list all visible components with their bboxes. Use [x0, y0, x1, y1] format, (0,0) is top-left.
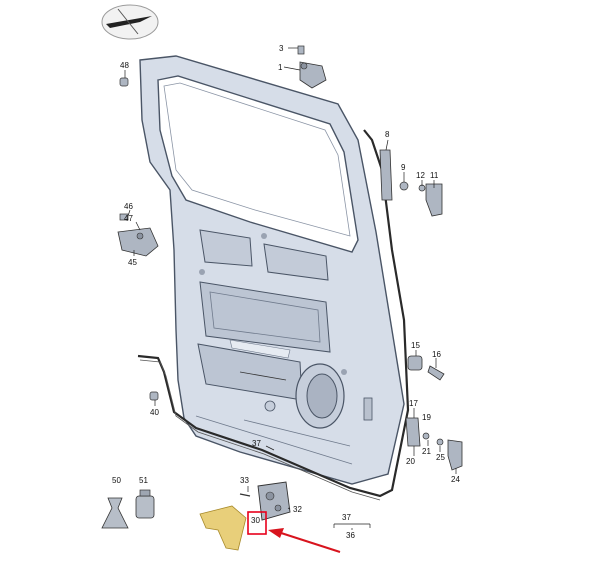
callout-20: 20: [406, 457, 415, 466]
callout-25: 25: [436, 453, 445, 462]
callout-3: 3: [279, 44, 284, 53]
callout-11: 11: [430, 171, 439, 180]
callout-50: 50: [112, 476, 121, 485]
highlight-box: [247, 511, 267, 535]
callout-30: 30: [251, 516, 260, 525]
callout-37-upper: 37: [252, 439, 261, 448]
callout-46: 46: [124, 202, 133, 211]
callout-36: 36: [346, 531, 355, 540]
center-hinge-45: [117, 213, 159, 257]
callout-labels: 3 1 48 8 9 12 11 46 47 45 15 16 40 17 19…: [112, 44, 460, 540]
callout-40: 40: [150, 408, 159, 417]
callout-16: 16: [432, 350, 441, 359]
buffer-parts-15-16: [407, 355, 445, 381]
callout-24: 24: [451, 475, 460, 484]
callout-12: 12: [416, 171, 425, 180]
callout-32: 32: [293, 505, 302, 514]
callout-47: 47: [124, 214, 133, 223]
leader-lines: [124, 47, 457, 530]
callout-51: 51: [139, 476, 148, 485]
part-40-plug: [149, 391, 159, 401]
callout-15: 15: [411, 341, 420, 350]
part-48-plug: [119, 77, 129, 87]
grease-parts: [101, 489, 155, 529]
lower-hinge-32: [239, 481, 291, 521]
callout-8: 8: [385, 130, 390, 139]
callout-48: 48: [120, 61, 129, 70]
callout-37-lower: 37: [342, 513, 351, 522]
striker-parts-upper: [379, 149, 443, 217]
callout-21: 21: [422, 447, 431, 456]
callout-1: 1: [278, 63, 283, 72]
callout-17: 17: [409, 399, 418, 408]
lower-seal-bracket: [333, 523, 371, 528]
lock-parts-lower: [405, 417, 463, 471]
callout-45: 45: [128, 258, 137, 267]
red-arrow-icon: [268, 528, 341, 553]
sliding-door-panel: [139, 55, 405, 485]
compass-logo-icon: [101, 4, 159, 40]
highlighted-part-30: [199, 505, 247, 551]
callout-33: 33: [240, 476, 249, 485]
callout-19: 19: [422, 413, 431, 422]
upper-roller-hinge: [297, 45, 327, 89]
callout-9: 9: [401, 163, 406, 172]
